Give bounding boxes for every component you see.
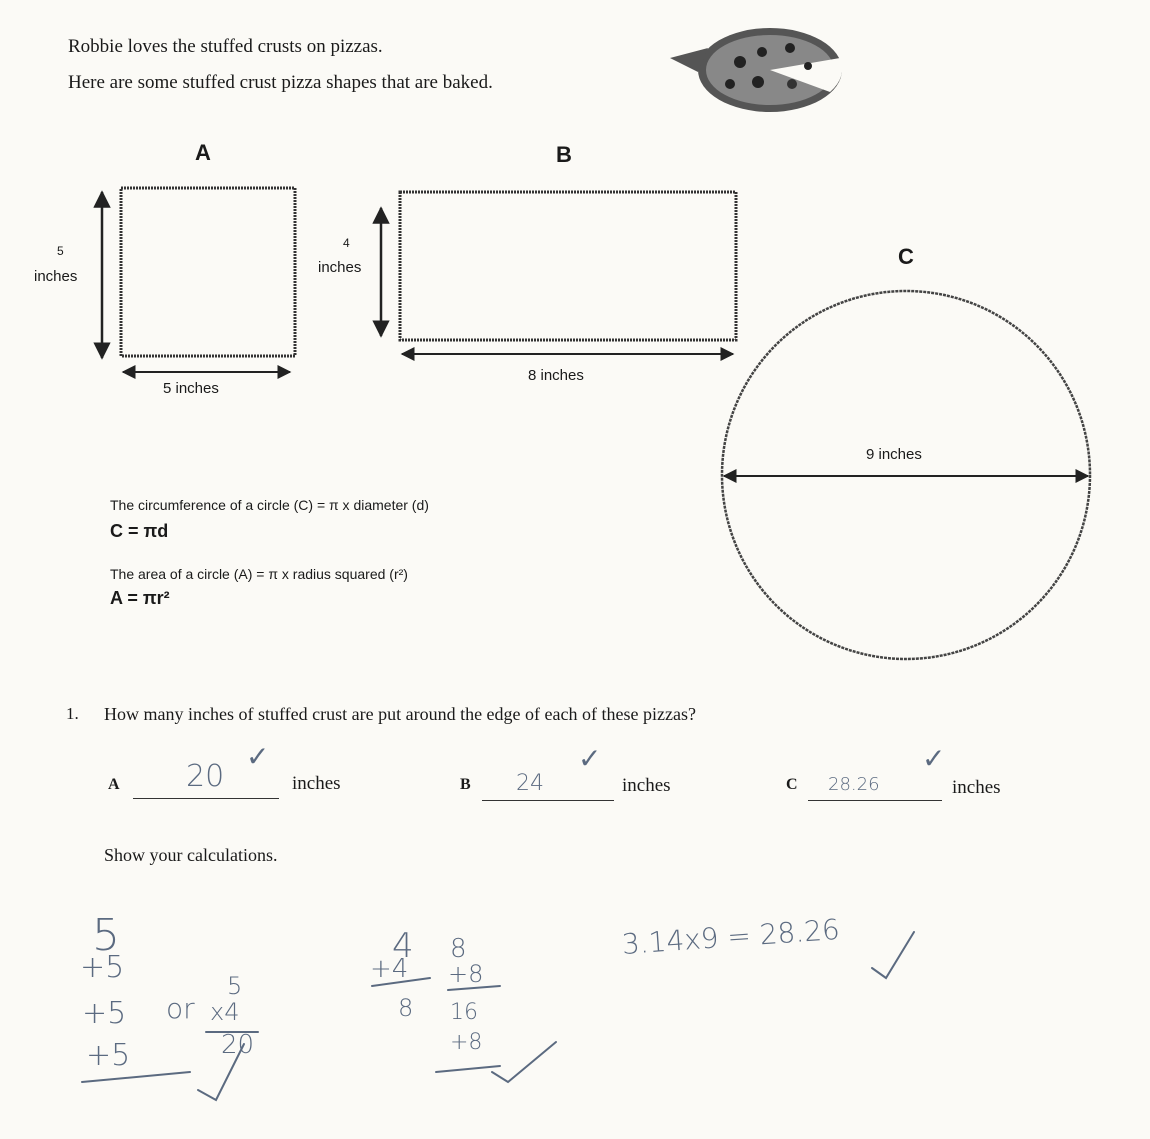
shape-a-square (119, 186, 297, 358)
shape-b-rectangle (398, 190, 738, 342)
work-a-alt-line-3: x4 (210, 998, 240, 1026)
work-b-alt-line-4: +8 (450, 1030, 483, 1055)
answer-b-line (482, 800, 614, 801)
question-text: How many inches of stuffed crust are put… (104, 704, 696, 724)
answer-a-unit: inches (292, 773, 341, 794)
answer-a-label: A (108, 776, 120, 793)
work-b-line-1: 4 (392, 926, 414, 966)
circumference-formula-text: The circumference of a circle (C) = π x … (110, 497, 429, 513)
answer-a-check: ✓ (246, 740, 270, 773)
work-a-line-4: +5 (86, 1038, 131, 1073)
answer-c-value: 28.26 (828, 774, 880, 795)
shape-b-height-unit: inches (318, 259, 362, 276)
shape-a-height-unit: inches (34, 268, 78, 285)
work-a-line-3: +5 (82, 996, 127, 1031)
work-a-alt-line-1: or (166, 992, 195, 1025)
answer-a-value: 20 (186, 759, 225, 794)
work-a-line-2: +5 (80, 950, 125, 985)
question-number: 1. (66, 704, 79, 723)
shape-c-circle (720, 289, 1092, 661)
work-b-alt-line-1: 8 (450, 934, 467, 964)
shape-a-label: A (195, 140, 211, 165)
circumference-formula: C = πd (110, 521, 169, 541)
answer-c-line (808, 800, 942, 801)
shape-c-diameter-label: 9 inches (866, 446, 922, 463)
work-b-line-2: +4 (370, 954, 409, 984)
work-b-alt-line-3: 16 (450, 1000, 478, 1025)
answer-b-check: ✓ (578, 742, 602, 775)
answer-c-unit: inches (952, 777, 1001, 798)
shape-a-width-label: 5 inches (163, 380, 219, 397)
answer-b-unit: inches (622, 775, 671, 796)
answer-a-line (133, 798, 279, 799)
work-a-line-1: 5 (92, 910, 120, 961)
area-formula-text: The area of a circle (A) = π x radius sq… (110, 566, 408, 582)
shape-b-label: B (556, 142, 572, 167)
work-b-alt-line-2: +8 (448, 960, 484, 988)
work-b-line-3: 8 (398, 994, 414, 1022)
work-a-alt-line-2: 5 (227, 972, 243, 1000)
show-calculations-prompt: Show your calculations. (104, 845, 278, 865)
answer-b-label: B (460, 776, 471, 793)
shape-a-height-value: 5 (57, 244, 64, 258)
answer-c-label: C (786, 776, 798, 793)
intro-line-2: Here are some stuffed crust pizza shapes… (68, 72, 493, 93)
shape-b-width-label: 8 inches (528, 367, 584, 384)
shape-b-height-value: 4 (343, 236, 350, 250)
area-formula: A = πr² (110, 588, 170, 608)
answer-b-value: 24 (516, 771, 544, 796)
answer-c-check: ✓ (922, 742, 946, 775)
intro-line-1: Robbie loves the stuffed crusts on pizza… (68, 36, 383, 57)
shape-c-label: C (898, 244, 914, 269)
